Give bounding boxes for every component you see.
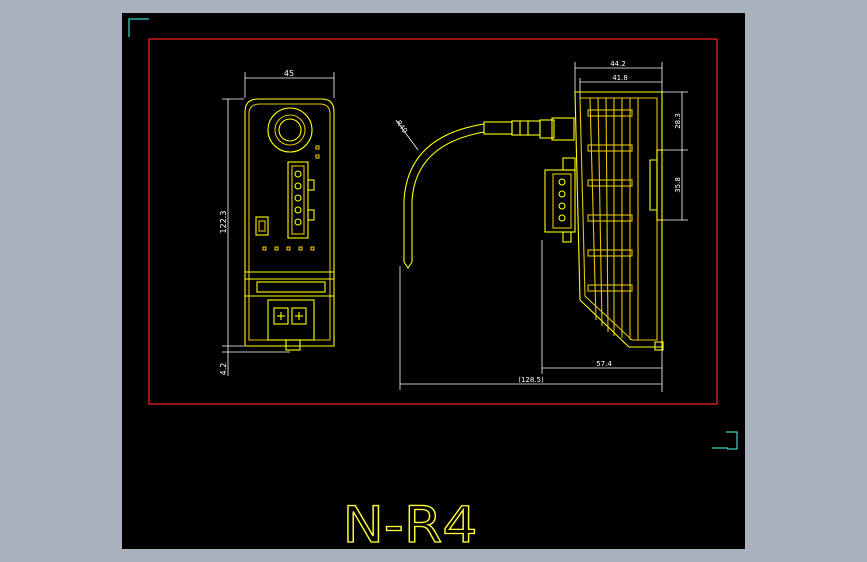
cable-connector: [483, 117, 575, 141]
drawing-title: N-R4: [343, 496, 478, 554]
dim-front-width: 45: [284, 69, 294, 78]
round-button-icon: [267, 107, 313, 153]
cable: [403, 123, 485, 262]
terminal-block: [256, 281, 326, 351]
dim-side-inner-width: 41.8: [612, 74, 628, 82]
dim-side-total: (128.5): [518, 376, 544, 384]
led-indicators: [262, 145, 320, 251]
sheet-frame: [148, 38, 718, 405]
dim-side-upper-height: 28.3: [674, 113, 682, 129]
corner-mark-bottom-right: [712, 431, 738, 450]
dim-side-depth: 57.4: [596, 360, 612, 368]
dip-switch: [255, 216, 269, 236]
drawing-canvas: [122, 13, 745, 549]
front-dimensions: [222, 72, 335, 376]
dim-side-outer-width: 44.2: [610, 60, 626, 68]
side-view: [403, 91, 664, 351]
dim-side-lower-height: 35.8: [674, 177, 682, 193]
dim-front-base: 4.2: [219, 363, 228, 376]
front-view: [244, 98, 335, 351]
side-dimensions: [395, 62, 688, 392]
cooling-fins: [587, 97, 639, 340]
din-rail-clip: [649, 149, 662, 221]
corner-mark-top-left: [128, 18, 149, 37]
side-connector: [544, 157, 576, 243]
dim-front-height: 122.3: [219, 211, 228, 234]
connector-block: [287, 161, 315, 239]
